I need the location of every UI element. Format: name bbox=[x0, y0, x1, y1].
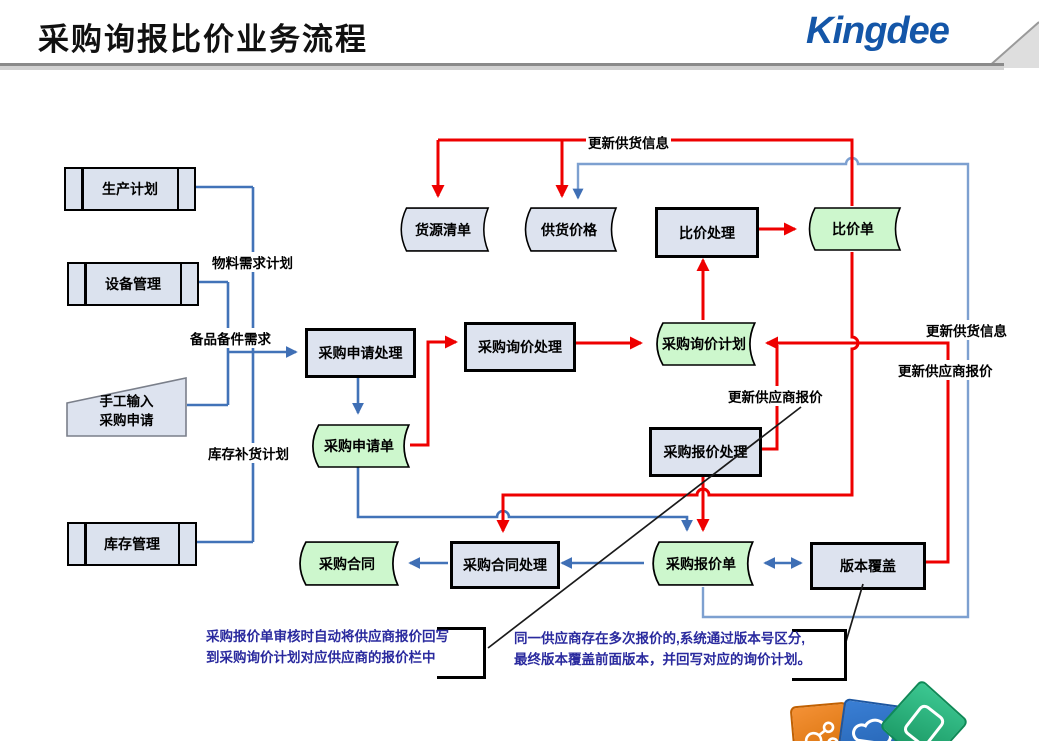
node-label: 生产计划 bbox=[102, 181, 158, 197]
node-purchase-contract-processing: 采购合同处理 bbox=[450, 541, 560, 589]
edge-left-spine-outer bbox=[192, 185, 255, 544]
note-version-rule: 同一供应商存在多次报价的,系统通过版本号区分, 最终版本覆盖前面版本，并回写对应… bbox=[514, 628, 811, 670]
edge-update-supply-info-loop bbox=[572, 156, 970, 619]
node-label: 采购申请 bbox=[99, 413, 154, 428]
node-production-plan: 生产计划 bbox=[64, 167, 196, 211]
node-version-override: 版本覆盖 bbox=[810, 542, 926, 590]
node-label: 设备管理 bbox=[105, 276, 161, 292]
predef-bar bbox=[179, 264, 182, 304]
node-label: 货源清单 bbox=[415, 221, 471, 238]
stored-data-shape bbox=[299, 541, 400, 586]
page-corner-decoration bbox=[986, 21, 1039, 69]
kingdee-logo: Kingdee bbox=[806, 10, 950, 52]
predef-bar bbox=[177, 524, 180, 564]
node-label: 采购申请处理 bbox=[318, 345, 403, 361]
node-manual-input-request: 手工输入 采购申请 bbox=[66, 377, 187, 437]
note1-bracket bbox=[437, 627, 486, 679]
stored-data-shape bbox=[312, 424, 411, 468]
edge-label-inventory-replenish: 库存补货计划 bbox=[206, 443, 291, 463]
trapezoid-shape bbox=[66, 377, 187, 437]
stored-data-shape bbox=[524, 207, 618, 252]
stored-data-shape bbox=[656, 322, 757, 366]
edge-label-update-supply-right: 更新供货信息 bbox=[924, 320, 1009, 340]
header-divider-shadow bbox=[0, 66, 1004, 70]
node-label: 比价处理 bbox=[679, 224, 735, 241]
stored-data-shape bbox=[400, 207, 490, 252]
node-label: 采购报价单 bbox=[666, 555, 736, 572]
edge-version-override-to-inquiry-plan bbox=[765, 336, 950, 564]
node-label: 比价单 bbox=[832, 221, 874, 237]
edge-label-update-supplier-quote-mid: 更新供应商报价 bbox=[726, 386, 825, 406]
edge-label-update-supplier-quote-right: 更新供应商报价 bbox=[896, 360, 995, 380]
note-line: 采购报价单审核时自动将供应商报价回写 bbox=[206, 629, 449, 644]
blue-cloud-icon bbox=[835, 697, 907, 741]
node-purchase-request-processing: 采购申请处理 bbox=[305, 328, 416, 378]
rounded-square-glyph bbox=[901, 701, 947, 741]
node-equipment-management: 设备管理 bbox=[67, 262, 199, 306]
kingdee-app-icons bbox=[780, 678, 1039, 741]
node-label: 采购询价计划 bbox=[662, 336, 746, 352]
node-label: 采购合同 bbox=[319, 555, 375, 572]
node-label: 版本覆盖 bbox=[840, 558, 896, 574]
stored-data-shape bbox=[808, 207, 902, 251]
note-line: 同一供应商存在多次报价的,系统通过版本号区分, bbox=[514, 631, 806, 646]
green-mobile-icon bbox=[878, 678, 970, 741]
node-label: 采购报价处理 bbox=[663, 444, 748, 460]
node-purchase-inquiry-processing: 采购询价处理 bbox=[464, 322, 576, 372]
node-purchase-contract: 采购合同 bbox=[293, 541, 401, 586]
node-purchase-inquiry-plan: 采购询价计划 bbox=[650, 322, 758, 366]
edge-request-doc-to-inquiry-proc bbox=[410, 335, 458, 447]
node-inventory-management: 库存管理 bbox=[67, 522, 197, 566]
node-label: 采购合同处理 bbox=[463, 557, 547, 573]
edge-request-doc-to-quote-doc bbox=[356, 467, 693, 532]
cloud-glyph bbox=[852, 718, 892, 741]
node-supply-price: 供货价格 bbox=[519, 207, 619, 252]
note-quote-writeback: 采购报价单审核时自动将供应商报价回写 到采购询价计划对应供应商的报价栏中 bbox=[206, 626, 449, 668]
edge-update-supply-info-main bbox=[438, 138, 854, 206]
note-line: 最终版本覆盖前面版本，并回写对应的询价计划。 bbox=[514, 652, 811, 667]
predef-bar bbox=[84, 524, 87, 564]
node-purchase-request-doc: 采购申请单 bbox=[306, 424, 412, 468]
orange-network-icon bbox=[789, 701, 853, 741]
edge-label-spare-parts-req: 备品备件需求 bbox=[188, 328, 273, 348]
edge-label-material-req-plan: 物料需求计划 bbox=[210, 252, 295, 272]
page-title: 采购询报比价业务流程 bbox=[38, 22, 368, 57]
header-divider bbox=[0, 63, 1004, 66]
molecule-glyph bbox=[804, 721, 839, 741]
note-line: 到采购询价计划对应供应商的报价栏中 bbox=[206, 650, 436, 665]
node-label: 手工输入 bbox=[99, 394, 154, 409]
predef-bar bbox=[176, 169, 179, 209]
node-label: 库存管理 bbox=[104, 536, 160, 552]
node-purchase-quote-doc: 采购报价单 bbox=[646, 541, 756, 586]
note2-bracket bbox=[792, 629, 847, 681]
node-price-compare-doc: 比价单 bbox=[803, 207, 903, 251]
node-label: 供货价格 bbox=[541, 221, 597, 238]
node-price-compare-processing: 比价处理 bbox=[655, 207, 759, 258]
node-purchase-quote-processing: 采购报价处理 bbox=[649, 427, 762, 477]
node-label: 采购申请单 bbox=[324, 438, 394, 454]
edge-label-update-supply-top: 更新供货信息 bbox=[586, 132, 671, 152]
predef-bar bbox=[81, 169, 84, 209]
node-supply-source-list: 货源清单 bbox=[395, 207, 491, 252]
predef-bar bbox=[84, 264, 87, 304]
node-label: 采购询价处理 bbox=[478, 339, 562, 355]
